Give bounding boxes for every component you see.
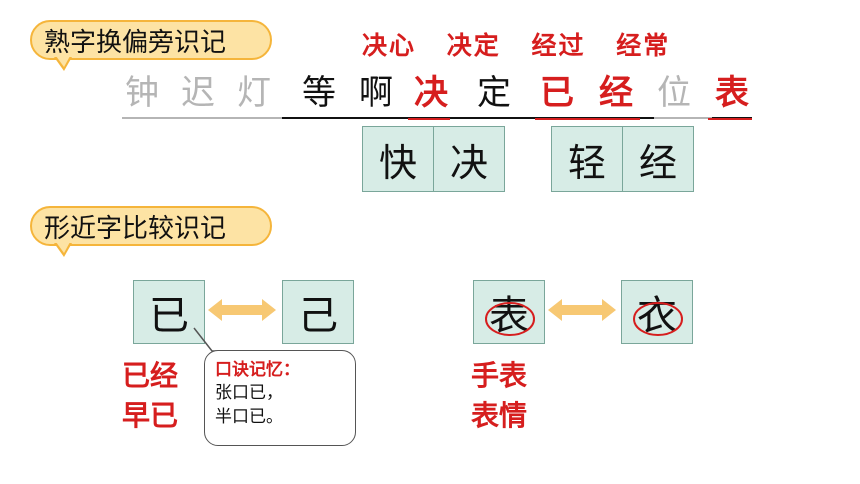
char-box-jing: 经 [622,126,694,192]
line-char-11: 表 [715,73,749,113]
char-box-jue: 决 [433,126,505,192]
tag-familiar-label: 熟字换偏旁识记 [44,27,227,58]
char-box-yi-clothes: 衣 [621,280,693,344]
char-jing: 经 [638,140,677,185]
examples-right: 手表 表情 [471,356,527,436]
line-char-6: 决 [414,73,448,113]
word-1: 决心 [362,31,417,60]
char-jue: 决 [449,140,488,185]
character-line: 钟 迟 灯 等 啊 决 定 已 经 位 表 [122,70,752,122]
example-shoubiao: 手表 [471,359,528,392]
line-char-8: 已 [540,73,574,113]
word-3: 经过 [531,31,586,60]
line-char-9: 经 [599,73,633,113]
line-char-2: 迟 [181,73,215,113]
line-char-3: 灯 [237,73,271,113]
char-box-biao: 表 [473,280,545,344]
double-arrow-icon [208,299,276,321]
line-char-5: 啊 [359,73,393,113]
char-box-ji: 己 [282,280,354,344]
word-2: 决定 [446,31,501,60]
example-zaoyi: 早已 [122,399,179,432]
char-ji: 己 [298,293,338,339]
char-qing: 轻 [567,140,606,185]
example-biaoqing: 表情 [471,399,528,432]
circle-mark-icon [485,302,535,336]
circle-mark-icon [633,302,683,336]
char-box-qing: 轻 [551,126,623,192]
callout-title: 口诀记忆： [215,360,300,380]
line-char-10: 位 [657,73,691,113]
char-box-yi: 已 [133,280,205,344]
tag-similar-char: 形近字比较识记 [30,206,272,257]
example-yijing: 已经 [122,359,179,392]
mnemonic-callout: 口诀记忆： 张口已， 半口已。 [204,350,356,446]
examples-left: 已经 早已 [122,356,178,436]
callout-line-1: 张口已， [215,383,283,403]
double-arrow-icon [548,299,616,321]
callout-line-2: 半口已。 [215,407,283,427]
tag-similar-label: 形近字比较识记 [44,213,227,244]
tag-familiar-char: 熟字换偏旁识记 [30,20,272,71]
char-kuai: 快 [378,140,417,185]
word-4: 经常 [616,31,671,60]
line-char-7: 定 [477,73,511,113]
char-yi: 已 [149,293,189,339]
line-char-1: 钟 [125,73,159,113]
char-box-kuai: 快 [362,126,434,192]
example-words: 决心 决定 经过 经常 [362,26,690,62]
line-char-4: 等 [302,73,336,113]
